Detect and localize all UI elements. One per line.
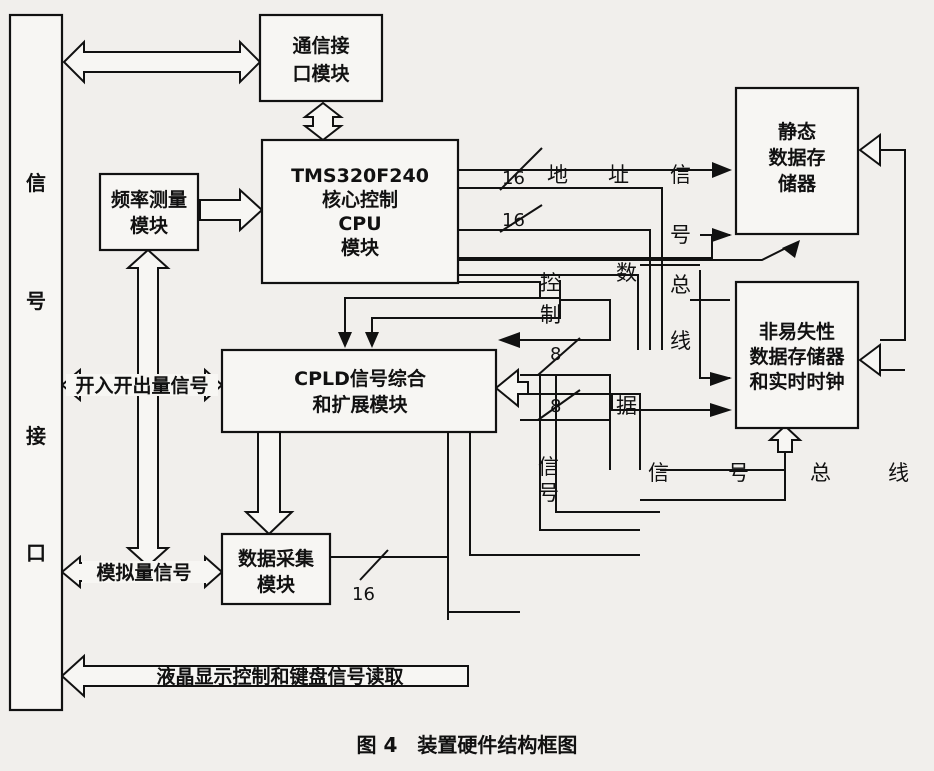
control-char: 制 [540, 303, 561, 327]
arrow-heads [338, 162, 800, 417]
analog-label-bg [82, 561, 206, 583]
sram-left-arrow [858, 133, 881, 167]
analog-signal-label: 模拟量信号 [96, 561, 191, 584]
comm-module-line: 口模块 [292, 62, 350, 85]
nvram-box [734, 280, 860, 430]
lcd-keyboard-label: 液晶显示控制和键盘信号读取 [156, 665, 403, 688]
signal-bottom-char: 号 [728, 461, 749, 485]
bus-width-16-daq: 16 [352, 584, 375, 605]
comm-module-label: 通信接 口模块 [292, 34, 350, 85]
sram-line: 储器 [778, 172, 817, 195]
io-signal-label: 开入开出量信号 [75, 374, 208, 397]
sram-box [734, 86, 860, 236]
signal-interface-char: 口 [26, 541, 46, 565]
freq-module-box [98, 172, 200, 252]
data-bus-char: 数 [616, 261, 637, 285]
cpu-module-line: 核心控制 [322, 188, 398, 211]
signal-interface-char: 号 [26, 289, 46, 313]
signal-interface-char: 信 [26, 171, 46, 195]
freq-module-line: 模块 [130, 214, 169, 237]
signal-small-char: 号 [538, 481, 559, 505]
sram-line: 静态 [778, 120, 816, 143]
nvram-label: 非易失性 数据存储器 和实时时钟 [749, 320, 845, 393]
cpld-module-line: CPLD信号综合 [294, 367, 427, 390]
data-bus-char: 据 [616, 394, 637, 418]
sram-label: 静态 数据存 储器 [768, 120, 825, 195]
io-label-bg [66, 374, 218, 396]
signal-interface-char: 接 [26, 424, 46, 448]
freq-module-line: 频率测量 [111, 188, 187, 211]
bus-labels: 16 16 地 址 信 号 总 线 数 据 控 制 8 8 信 号 信 号 总 … [352, 163, 909, 605]
daq-module-box [220, 532, 332, 606]
addr-char: 址 [608, 163, 629, 187]
nvram-bottom-arrow [767, 424, 803, 453]
signal-bottom-char: 线 [888, 461, 909, 485]
addr-char: 地 [547, 163, 568, 187]
nvram-line: 非易失性 [759, 320, 835, 343]
figure-caption: 图 4 装置硬件结构框图 [357, 733, 578, 757]
signal-small-char: 信 [538, 455, 559, 479]
cpld-module-label: CPLD信号综合 和扩展模块 [294, 367, 427, 416]
daq-module-label: 数据采集 模块 [238, 547, 315, 596]
freq-vertical-arrow [125, 248, 171, 568]
comm-to-cpu-arrow [302, 101, 344, 142]
bus-width-16-addr: 16 [502, 168, 525, 189]
nvram-line: 数据存储器 [749, 345, 845, 368]
bus-width-8: 8 [550, 396, 561, 417]
cpu-module-line: TMS320F240 [291, 165, 429, 187]
signal-bus-char: 号 [670, 223, 691, 247]
nvram-line: 和实时时钟 [749, 370, 844, 393]
signal-bus-char: 线 [670, 329, 691, 353]
bus-width-8: 8 [550, 344, 561, 365]
cpu-module-box [260, 138, 460, 285]
control-char: 控 [540, 271, 561, 295]
nvram-left-arrow [858, 343, 881, 377]
cpu-module-label: TMS320F240 核心控制 CPU 模块 [291, 165, 429, 259]
cpld-module-line: 和扩展模块 [312, 393, 408, 416]
signal-interface-label: 信 号 接 口 [26, 171, 46, 565]
daq-module-line: 模块 [257, 573, 296, 596]
freq-to-cpu-arrow [199, 187, 264, 233]
data-bus-to-cpld-arrow [494, 367, 529, 409]
cpld-to-daq-arrow [243, 431, 295, 536]
daq-module-line: 数据采集 [238, 547, 315, 570]
signal-interface-bar [8, 13, 64, 712]
cpld-module-box [220, 348, 498, 434]
signal-interface-to-comm-arrow [62, 39, 262, 85]
signal-bottom-char: 信 [648, 461, 669, 485]
comm-module-box [258, 13, 384, 103]
cpu-module-line: CPU [338, 213, 381, 235]
cpu-module-line: 模块 [341, 236, 380, 259]
bus-width-16-data: 16 [502, 210, 525, 231]
signal-bottom-char: 总 [810, 461, 831, 485]
signal-bus-char: 总 [670, 273, 691, 297]
sram-line: 数据存 [768, 146, 825, 169]
signal-bus-char: 信 [670, 163, 691, 187]
comm-module-line: 通信接 [292, 34, 349, 57]
lcd-keyboard-arrow [60, 653, 469, 699]
freq-module-label: 频率测量 模块 [111, 188, 187, 237]
